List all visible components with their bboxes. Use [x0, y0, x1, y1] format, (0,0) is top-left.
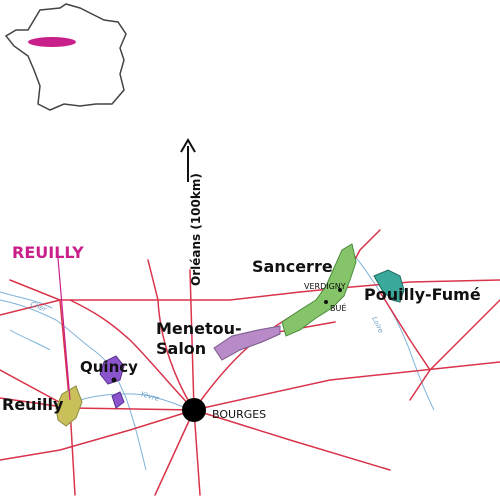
road-east — [193, 361, 500, 411]
river-loire — [349, 249, 435, 411]
road-southeast — [193, 409, 391, 471]
bue-village-dot — [324, 300, 328, 304]
menetou-salon-zone — [213, 325, 281, 361]
rivers — [0, 249, 435, 471]
quincy-village-dot — [111, 377, 117, 383]
road-pouilly-south — [379, 291, 431, 371]
sancerre-zone — [281, 243, 357, 337]
pouilly-fume-label: Pouilly-Fumé — [364, 285, 481, 304]
river-loire-label: Loire — [370, 315, 385, 334]
verdigny-label: VERDIGNY — [304, 282, 346, 291]
quincy-zone — [99, 355, 125, 385]
river-cher-branch — [0, 291, 53, 309]
river-arnon — [9, 329, 51, 351]
pouilly-fume-zone — [373, 269, 405, 303]
road-upper — [0, 291, 301, 316]
river-cher — [0, 299, 147, 471]
roads — [0, 229, 500, 496]
france-outline — [4, 3, 127, 111]
road-northwest — [147, 259, 195, 411]
road-reuilly-south — [0, 369, 76, 496]
france-locator-map-icon — [4, 3, 127, 111]
road-southwest — [154, 409, 195, 496]
river-yevre-label: Yèvre — [139, 390, 160, 403]
appellation-zones — [55, 243, 405, 427]
reuilly-zone — [55, 385, 83, 427]
road-upper-east — [299, 279, 500, 293]
road-east-diag — [409, 299, 500, 401]
bourges-label: BOURGES — [212, 408, 266, 421]
menetou-salon-label-line2: Salon — [156, 339, 206, 358]
reuilly-heading: REUILLY — [12, 243, 84, 262]
quincy-label: Quincy — [80, 358, 138, 376]
bue-label: BUÉ — [330, 302, 346, 313]
road-north — [189, 269, 195, 411]
road-quincy — [69, 299, 195, 411]
road-lower-west — [0, 409, 195, 461]
road-south — [193, 409, 201, 496]
menetou-salon-label-line1: Menetou- — [156, 319, 242, 338]
orleans-direction-label: Orléans (100km) — [189, 173, 203, 286]
sancerre-label: Sancerre — [252, 257, 333, 276]
region-location-marker — [28, 37, 76, 47]
river-yevre — [79, 393, 191, 411]
quincy-zone-south — [111, 391, 125, 409]
verdigny-village-dot — [338, 288, 342, 292]
reuilly-label: Reuilly — [2, 395, 64, 414]
reuilly-leader-line — [57, 257, 71, 401]
north-arrow-icon — [180, 138, 196, 182]
bourges-city-marker-icon — [182, 398, 206, 422]
